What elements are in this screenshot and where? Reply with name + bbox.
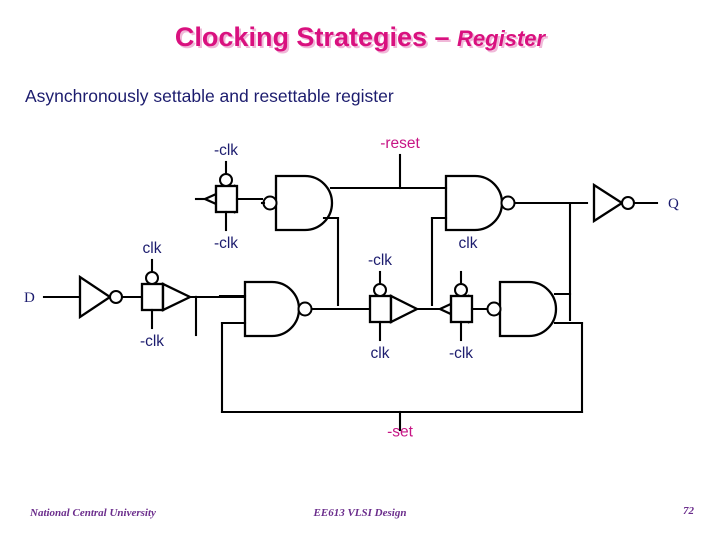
input-inverter-bubble (109, 290, 123, 304)
nand-upper-left[interactable] (260, 174, 358, 307)
label-tg3-top-clk: -clk (368, 252, 392, 269)
nand-ur-body (444, 174, 504, 232)
page-title-subject: Register (457, 26, 546, 51)
output-inverter[interactable] (592, 182, 659, 224)
footer-organization: National Central University (30, 507, 156, 519)
label-output-q: Q (668, 196, 679, 212)
nand-lower-right[interactable] (486, 280, 584, 414)
nand-lr-output-bubble (486, 301, 502, 317)
tg1-triangle (161, 282, 193, 312)
page-title-dash: – (434, 22, 458, 52)
tg3-triangle (389, 294, 420, 324)
page-title-main: Clocking Strategies (174, 22, 435, 52)
nand-ll-output-bubble (297, 301, 313, 317)
label-tg2-bottom-clk: -clk (214, 235, 238, 252)
label-tg1-top-clk: clk (143, 240, 162, 257)
tg1-top-bubble (145, 271, 159, 285)
tg3-box (368, 294, 393, 324)
transmission-gate-3[interactable] (368, 270, 444, 342)
transmission-gate-1[interactable] (140, 258, 214, 330)
tg4-box (449, 294, 474, 324)
label-tg1-bottom-clk: -clk (140, 333, 164, 350)
nand-lower-left[interactable] (218, 280, 372, 414)
tg2-box (214, 184, 239, 214)
tg2-top-bubble (219, 173, 233, 187)
nand-ll-body (243, 280, 301, 338)
label-tg3-bottom-clk: clk (371, 345, 390, 362)
input-inverter-body (78, 274, 113, 320)
footer-page-number: 72 (683, 505, 694, 517)
input-inverter[interactable] (78, 274, 144, 320)
label-tg2-top-clk: -clk (214, 142, 238, 159)
page-subtitle: Asynchronously settable and resettable r… (25, 86, 394, 106)
nand-ul-body (274, 174, 334, 232)
footer-course: EE613 VLSI Design (313, 507, 407, 519)
nand-upper-right[interactable] (419, 174, 589, 307)
tg1-box (140, 282, 165, 312)
output-inverter-body (592, 182, 625, 224)
page-title: Clocking Strategies – Register (0, 22, 720, 53)
circuit-schematic: -clk -clk -reset clk Q D (0, 130, 720, 450)
transmission-gate-4[interactable] (437, 270, 488, 342)
label-tg4-top-clk: clk (459, 235, 478, 252)
output-inverter-bubble (621, 196, 635, 210)
nand-ul-output-bubble (262, 195, 278, 211)
nand-ur-output-bubble (500, 195, 516, 211)
nand-lr-body (498, 280, 558, 338)
transmission-gate-2[interactable] (194, 160, 264, 232)
tg4-top-bubble (454, 283, 468, 297)
label-set: -set (387, 423, 414, 440)
label-tg4-bottom-clk: -clk (449, 345, 473, 362)
slide-footer: National Central University EE613 VLSI D… (0, 505, 720, 527)
label-input-d: D (24, 290, 35, 306)
tg3-top-bubble (373, 283, 387, 297)
label-reset: -reset (380, 135, 420, 152)
